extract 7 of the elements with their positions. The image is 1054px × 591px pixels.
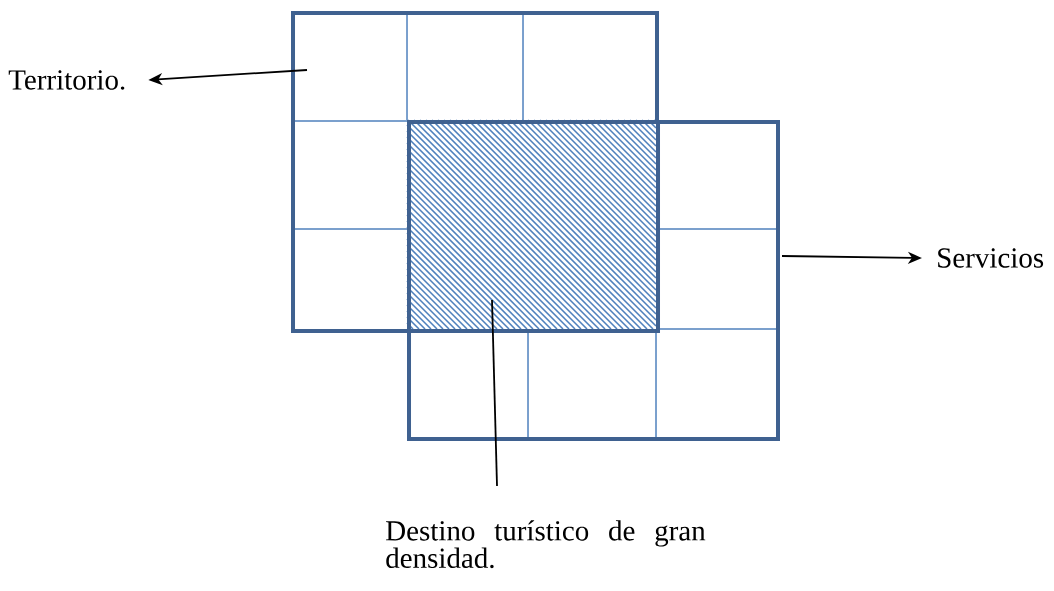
grid-box — [290, 10, 659, 333]
label-text: Destino turístico de gran densidad. — [386, 520, 706, 569]
label-text: Servicios — [938, 248, 1044, 268]
leader-line — [491, 299, 498, 487]
hatched-box — [406, 119, 660, 333]
label-text: Territorio. — [8, 70, 125, 90]
grid-box — [407, 120, 780, 441]
